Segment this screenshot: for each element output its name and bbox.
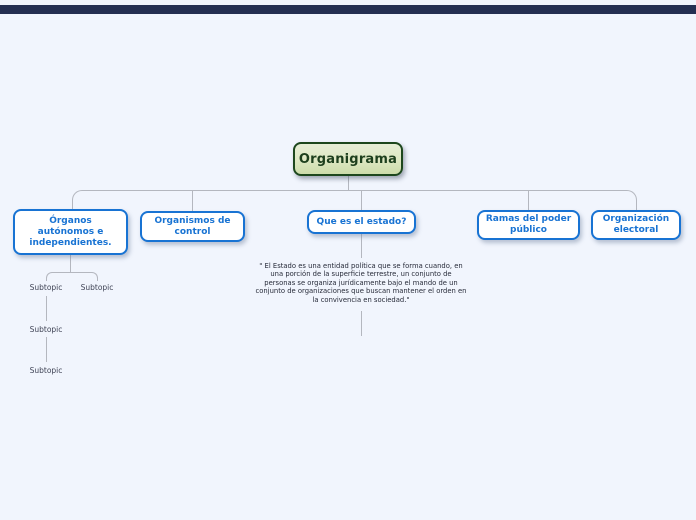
connector-subtopic-bracket bbox=[46, 272, 98, 281]
connector-subtopic-stem bbox=[70, 255, 71, 272]
subtopic-label[interactable]: Subtopic bbox=[29, 283, 63, 292]
connector-note-bottom bbox=[361, 311, 362, 336]
node-organismos-de-control[interactable]: Organismos de control bbox=[140, 211, 245, 242]
connector-root-stem bbox=[348, 176, 349, 190]
subtopic-label[interactable]: Subtopic bbox=[29, 366, 63, 375]
node-organos-autonomos[interactable]: Órganos autónomos e independientes. bbox=[13, 209, 128, 255]
node-que-es-el-estado[interactable]: Que es el estado? bbox=[307, 210, 416, 234]
connector-drop-organismos bbox=[192, 190, 193, 211]
node-ramas-del-poder[interactable]: Ramas del poder público bbox=[477, 210, 580, 240]
root-node-organigrama[interactable]: Organigrama bbox=[293, 142, 403, 176]
connector-note-top bbox=[361, 234, 362, 258]
connector-drop-estado bbox=[361, 190, 362, 210]
connector-main-rail bbox=[72, 190, 637, 211]
top-accent-bar bbox=[0, 5, 696, 14]
connector-drop-ramas bbox=[528, 190, 529, 210]
subtopic-label[interactable]: Subtopic bbox=[80, 283, 114, 292]
note-text[interactable]: " El Estado es una entidad política que … bbox=[255, 262, 467, 304]
connector-subtopic-chain-1 bbox=[46, 296, 47, 321]
subtopic-label[interactable]: Subtopic bbox=[29, 325, 63, 334]
node-organizacion-electoral[interactable]: Organización electoral bbox=[591, 210, 681, 240]
connector-subtopic-chain-2 bbox=[46, 337, 47, 362]
